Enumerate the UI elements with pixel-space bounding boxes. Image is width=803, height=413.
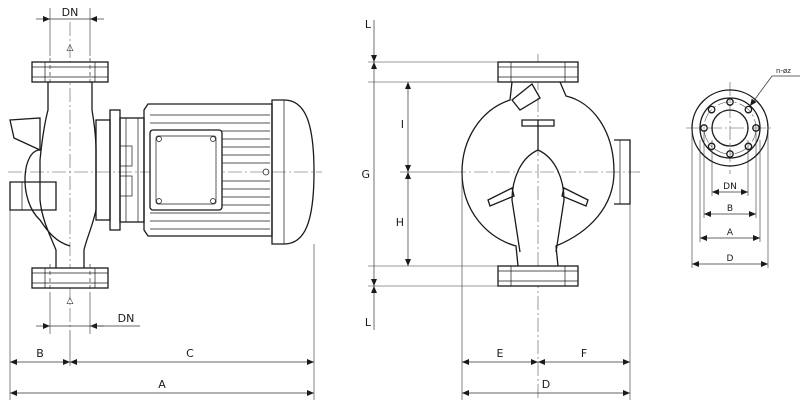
- front-inner-stand: [511, 120, 565, 253]
- side-volute-curve: [24, 149, 71, 247]
- side-support-foot: [9, 181, 57, 211]
- dim-g-label: G: [361, 168, 370, 181]
- front-top-flange: [497, 61, 579, 83]
- side-length-dimensions: B C A: [9, 210, 315, 400]
- flange-d-label: D: [727, 254, 734, 264]
- dim-c-label: C: [186, 347, 194, 360]
- side-dn-top-dimension: DN △: [36, 6, 104, 56]
- side-casing: [39, 82, 97, 268]
- side-dn-top-label: DN: [62, 6, 79, 19]
- fan-cowl: [271, 99, 315, 245]
- flange-hole-callout: n-øz: [749, 67, 800, 107]
- side-top-flange: [31, 58, 109, 86]
- side-view: DN △ DN △ B C A: [8, 6, 322, 400]
- front-volute-tongue: [511, 83, 541, 111]
- front-width-dimensions: E F D: [461, 172, 631, 400]
- front-right-arm: [561, 187, 589, 207]
- side-lantern: [95, 109, 145, 231]
- flange-b-label: B: [727, 204, 733, 214]
- front-height-dimensions: L G L I H: [361, 18, 498, 330]
- flange-rim-circle: [699, 97, 761, 159]
- dim-a-label: A: [158, 378, 166, 391]
- side-bottom-flange: [31, 264, 109, 292]
- terminal-box: [149, 129, 223, 211]
- dim-d-bottom-label: D: [542, 378, 550, 391]
- side-inlet-lip: [9, 117, 41, 152]
- front-side-boss: [614, 139, 631, 205]
- dim-b-label: B: [36, 347, 44, 360]
- dim-i-label: I: [401, 118, 404, 131]
- front-top-cap: [521, 119, 555, 127]
- side-dn-bottom-dimension: DN △: [36, 292, 140, 334]
- side-dn-bottom-label: DN: [118, 312, 135, 325]
- front-left-arm: [487, 187, 515, 207]
- side-triangle-bottom: △: [67, 296, 74, 306]
- flange-a-label: A: [727, 228, 734, 238]
- ground-screw-icon: [262, 168, 270, 176]
- front-bottom-flange: [497, 265, 579, 287]
- flange-dn-label: DN: [723, 182, 737, 192]
- dim-h-label: H: [396, 216, 404, 229]
- flange-bolt-circle: [703, 101, 757, 155]
- side-motor: [143, 99, 315, 245]
- flange-detail: n-øz DN B A D: [686, 67, 800, 268]
- dim-l-top-label: L: [365, 18, 372, 31]
- flange-bore: [711, 109, 749, 147]
- flange-bolt-holes: [700, 98, 760, 158]
- dim-l-bottom-label: L: [365, 316, 372, 329]
- dim-f-label: F: [581, 347, 587, 360]
- dim-nz-label: n-øz: [776, 67, 791, 75]
- side-triangle-top: △: [67, 43, 74, 53]
- front-view: L G L I H E F D: [361, 18, 640, 400]
- dim-e-label: E: [497, 347, 504, 360]
